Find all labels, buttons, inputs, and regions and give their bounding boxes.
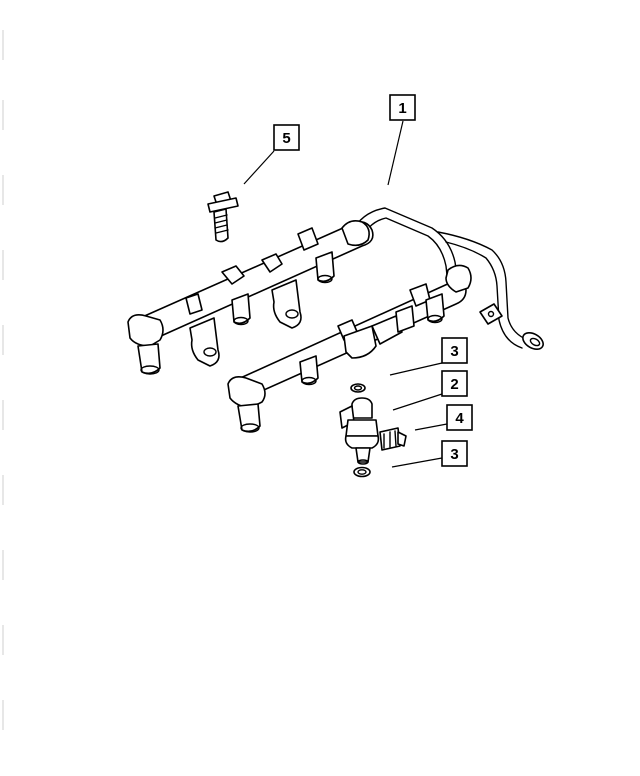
- leader-line-1: [387, 120, 404, 186]
- callout-1-label: 1: [398, 100, 406, 117]
- callout-1: 1: [389, 94, 416, 121]
- front-rail-regulator-boss: [343, 325, 377, 359]
- callout-3-lower-label: 3: [450, 446, 458, 463]
- lower-o-ring: [353, 466, 371, 478]
- leader-line-3-lower: [391, 457, 443, 468]
- callout-5-label: 5: [282, 130, 290, 147]
- leader-line-2: [392, 393, 443, 411]
- fuel-injector: [339, 397, 380, 465]
- mounting-bolt: [207, 191, 239, 243]
- rear-fuel-rail-tube: [139, 221, 374, 341]
- fuel-rail-assembly: [127, 207, 544, 433]
- front-rail-end-cap: [227, 376, 266, 409]
- callout-2: 2: [441, 370, 468, 397]
- supply-line-fitting: [522, 332, 544, 350]
- leader-lines: [243, 120, 448, 468]
- rear-rail-mount-bracket-2: [271, 279, 302, 329]
- supply-line-bracket: [479, 303, 503, 325]
- callout-4-label: 4: [455, 410, 464, 427]
- callout-2-label: 2: [450, 376, 458, 393]
- upper-o-ring: [350, 383, 366, 393]
- callout-3-lower: 3: [441, 440, 468, 467]
- callout-3-upper-label: 3: [450, 343, 458, 360]
- leader-line-4: [414, 423, 448, 431]
- callout-5: 5: [273, 124, 300, 151]
- rear-rail-mount-bracket-1: [189, 317, 220, 367]
- leader-line-3-upper: [389, 362, 443, 376]
- callout-4: 4: [446, 404, 473, 431]
- rear-rail-end-cap: [127, 314, 164, 347]
- injector-retaining-clip: [379, 427, 407, 451]
- leader-line-5: [243, 150, 275, 185]
- callout-3-upper: 3: [441, 337, 468, 364]
